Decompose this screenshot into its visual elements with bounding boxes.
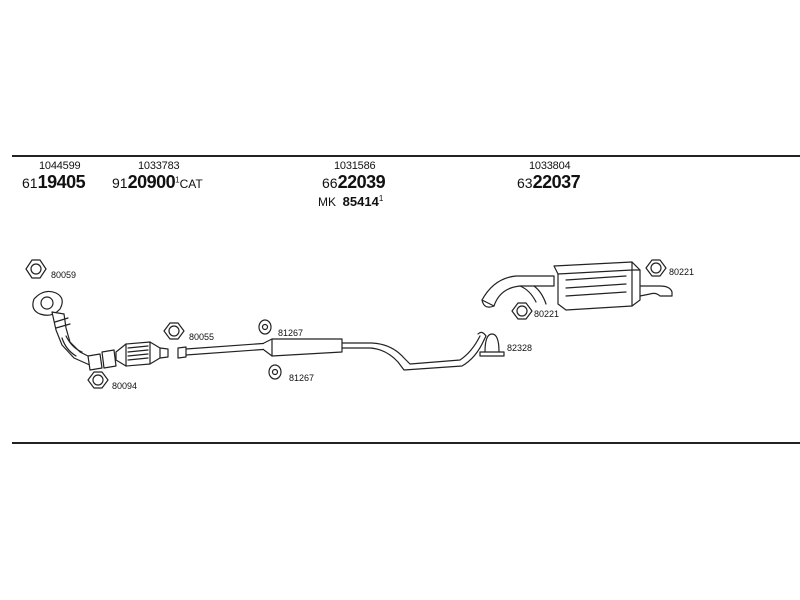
callout-label: 80055 <box>189 332 214 342</box>
part-group-front-pipe[interactable]: 1044599 6119405 <box>22 160 86 193</box>
top-rule <box>12 155 800 157</box>
callout-label: 80059 <box>51 270 76 280</box>
part-group-rear-silencer[interactable]: 1033804 6322037 <box>517 160 581 193</box>
part-number: 91209001CAT <box>112 172 203 192</box>
gasket-icon[interactable] <box>645 259 667 277</box>
gasket-icon[interactable] <box>87 371 109 389</box>
rubber-mount-icon[interactable] <box>258 319 272 335</box>
bottom-rule <box>12 442 800 444</box>
rear-silencer-icon[interactable] <box>481 261 673 311</box>
middle-silencer-icon[interactable] <box>177 331 487 371</box>
rubber-mount-icon[interactable] <box>268 364 282 380</box>
front-pipe-icon[interactable] <box>51 311 103 371</box>
callout-label: 81267 <box>289 373 314 383</box>
callout-label: 80221 <box>669 267 694 277</box>
part-number: 6119405 <box>22 172 86 192</box>
catalyst-icon[interactable] <box>101 341 169 369</box>
callout-label: 80221 <box>534 309 559 319</box>
part-number: 6622039 <box>322 172 386 192</box>
part-number: 6322037 <box>517 172 581 192</box>
front-flange-icon <box>32 290 63 316</box>
oem-number: 1033804 <box>529 160 571 172</box>
mounting-kit-number: MK 854141 <box>318 194 384 209</box>
gasket-icon[interactable] <box>163 322 185 340</box>
callout-label: 81267 <box>278 328 303 338</box>
callout-label: 80094 <box>112 381 137 391</box>
gasket-icon[interactable] <box>511 302 533 320</box>
oem-number: 1033783 <box>138 160 180 172</box>
callout-label: 82328 <box>507 343 532 353</box>
gasket-icon[interactable] <box>25 259 47 279</box>
part-group-catalyst[interactable]: 1033783 91209001CAT <box>112 160 203 193</box>
clamp-icon[interactable] <box>479 333 505 357</box>
part-group-middle-silencer[interactable]: 1031586 6622039 MK 854141 <box>318 160 386 209</box>
oem-number: 1031586 <box>334 160 376 172</box>
oem-number: 1044599 <box>39 160 81 172</box>
